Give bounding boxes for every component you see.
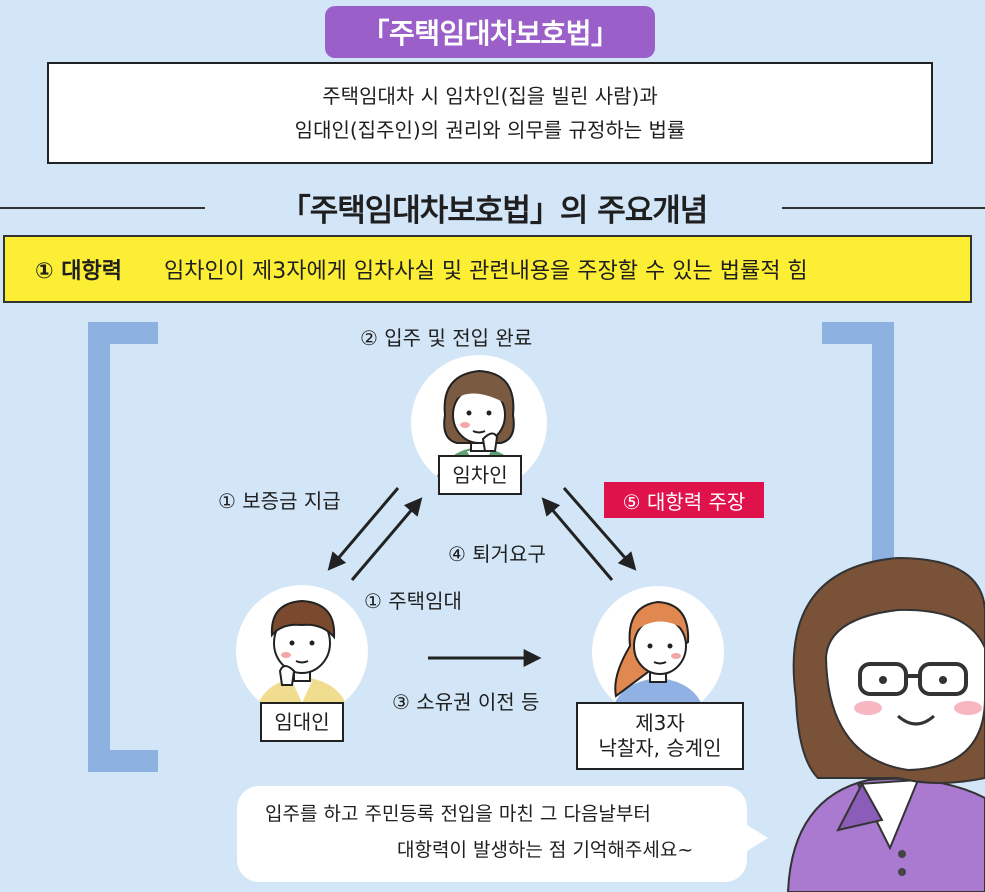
third-party-label-box: 제3자 낙찰자, 승계인 xyxy=(576,702,744,770)
speech-line-2: 대항력이 발생하는 점 기억해주세요~ xyxy=(397,839,694,861)
third-party-illustration xyxy=(610,600,706,718)
section-title: 「주택임대차보호법」의 주요개념 xyxy=(279,192,709,229)
deposit-arrow xyxy=(327,487,400,571)
assert-label: ⑤ 대항력 주장 xyxy=(604,482,764,518)
concept-description: 임차인이 제3자에게 임차사실 및 관련내용을 주장할 수 있는 법률적 힘 xyxy=(164,259,808,284)
third-party-avatar xyxy=(592,586,724,718)
section-divider-left xyxy=(0,207,205,209)
landlord-label: 임대인 xyxy=(274,709,330,734)
tenant-label: 임차인 xyxy=(452,462,508,487)
speech-bubble xyxy=(237,786,747,882)
third-party-sublabel: 낙찰자, 승계인 xyxy=(598,736,722,760)
bracket-left-vertical xyxy=(88,322,110,772)
title-badge: 「주택임대차보호법」 xyxy=(325,6,655,58)
lease-label: ① 주택임대 xyxy=(364,589,462,613)
bracket-right-vertical xyxy=(872,322,894,562)
eviction-label: ④ 퇴거요구 xyxy=(448,542,546,566)
guide-character xyxy=(786,556,985,892)
landlord-label-box: 임대인 xyxy=(260,702,344,742)
speech-line-1: 입주를 하고 주민등록 전입을 마친 그 다음날부터 xyxy=(265,803,651,825)
tenant-label-box: 임차인 xyxy=(438,455,522,495)
eviction-arrow xyxy=(541,497,614,581)
concept-box: ① 대항력 임차인이 제3자에게 임차사실 및 관련내용을 주장할 수 있는 법… xyxy=(3,235,972,303)
speech-text: 입주를 하고 주민등록 전입을 마친 그 다음날부터 대항력이 발생하는 점 기… xyxy=(237,796,747,868)
concept-number: ① 대항력 xyxy=(35,259,123,284)
transfer-label: ③ 소유권 이전 등 xyxy=(392,690,540,714)
definition-box: 주택임대차 시 임차인(집을 빌린 사람)과 임대인(집주인)의 권리와 의무를… xyxy=(47,62,933,164)
bracket-left-bottom xyxy=(88,750,158,772)
lease-arrow xyxy=(350,497,423,581)
section-divider-right xyxy=(782,207,985,209)
third-party-label: 제3자 xyxy=(635,711,685,735)
move-in-step-label: ② 입주 및 전입 완료 xyxy=(360,326,533,350)
definition-line-2: 임대인(집주인)의 권리와 의무를 규정하는 법률 xyxy=(294,118,686,142)
assert-arrow xyxy=(562,487,637,571)
definition-line-1: 주택임대차 시 임차인(집을 빌린 사람)과 xyxy=(322,84,658,108)
deposit-label: ① 보증금 지급 xyxy=(218,489,341,513)
speech-bubble-tail xyxy=(742,822,768,854)
page-title: 「주택임대차보호법」 xyxy=(361,17,619,50)
